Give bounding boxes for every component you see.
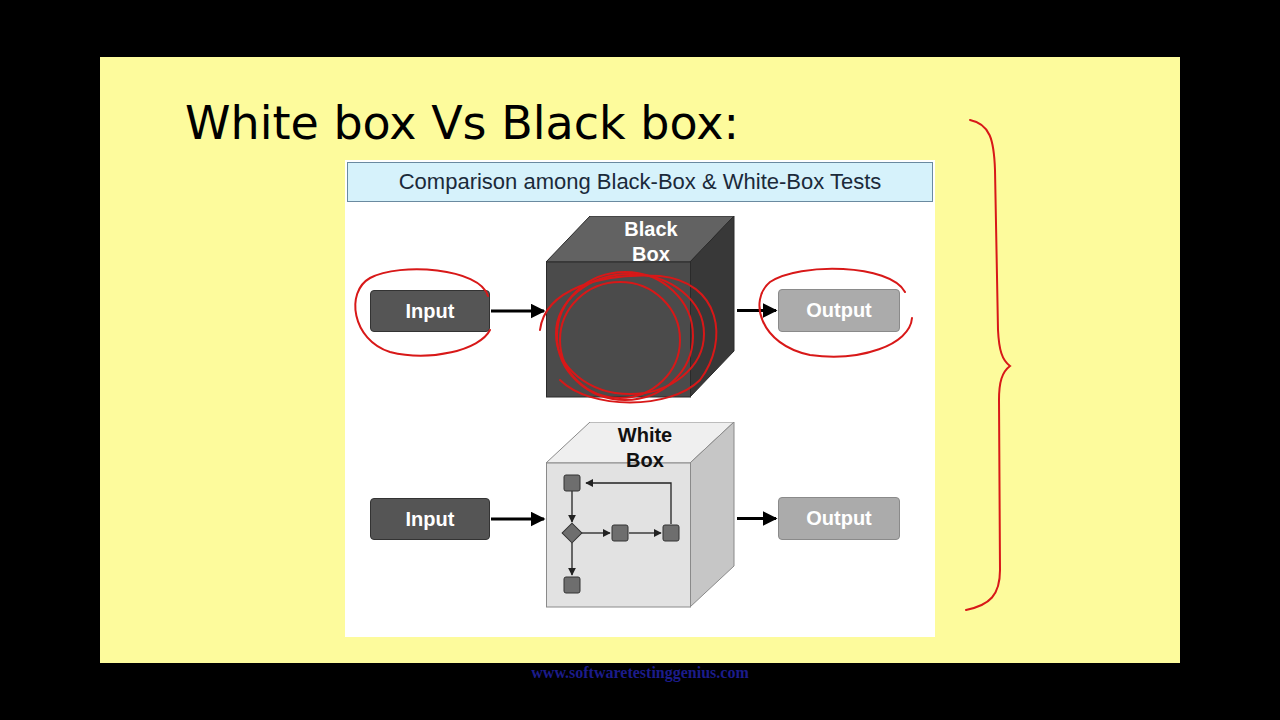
annotation-scribble	[560, 282, 680, 398]
cube-side	[690, 216, 734, 397]
flow-step	[564, 475, 580, 491]
flow-arrow	[491, 310, 544, 313]
flow-arrow	[581, 532, 610, 533]
flow-step	[663, 525, 679, 541]
flow-step	[564, 577, 580, 593]
cube-side	[690, 422, 734, 607]
flow-step	[612, 525, 628, 541]
black-box-cube: Black Box	[546, 216, 736, 398]
annotation-circle	[355, 269, 490, 355]
box-text: Output	[806, 299, 872, 322]
annotation-scribble	[556, 274, 704, 394]
annotation-scribble	[540, 275, 716, 402]
cube-front	[547, 463, 691, 607]
annotation-brace	[966, 120, 1010, 610]
input-box: Input	[370, 498, 490, 540]
annotation-scribble	[557, 272, 693, 400]
flow-arrow	[586, 483, 671, 524]
internal-flowchart	[562, 475, 679, 593]
flow-decision	[562, 523, 582, 543]
flow-arrow	[629, 532, 661, 533]
watermark-url: www.softwaretestinggenius.com	[347, 664, 933, 682]
slide-title: White box Vs Black box:	[185, 96, 1280, 150]
annotation-circle	[759, 269, 912, 357]
cube-front	[547, 262, 691, 397]
flow-arrow	[571, 543, 572, 575]
flow-arrow	[491, 518, 544, 521]
flow-arrow	[737, 309, 776, 312]
flow-arrow	[737, 517, 776, 520]
box-text: Output	[806, 507, 872, 530]
box-label: White Box	[604, 423, 686, 473]
output-box: Output	[778, 497, 900, 540]
white-box-cube: White Box	[546, 422, 736, 608]
input-box: Input	[370, 290, 490, 332]
header-text: Comparison among Black-Box & White-Box T…	[399, 169, 882, 195]
output-box: Output	[778, 289, 900, 332]
box-text: Input	[406, 508, 455, 531]
box-text: Input	[406, 300, 455, 323]
box-label: Black Box	[610, 217, 692, 267]
flow-arrow	[571, 491, 572, 522]
header-band: Comparison among Black-Box & White-Box T…	[347, 162, 933, 202]
